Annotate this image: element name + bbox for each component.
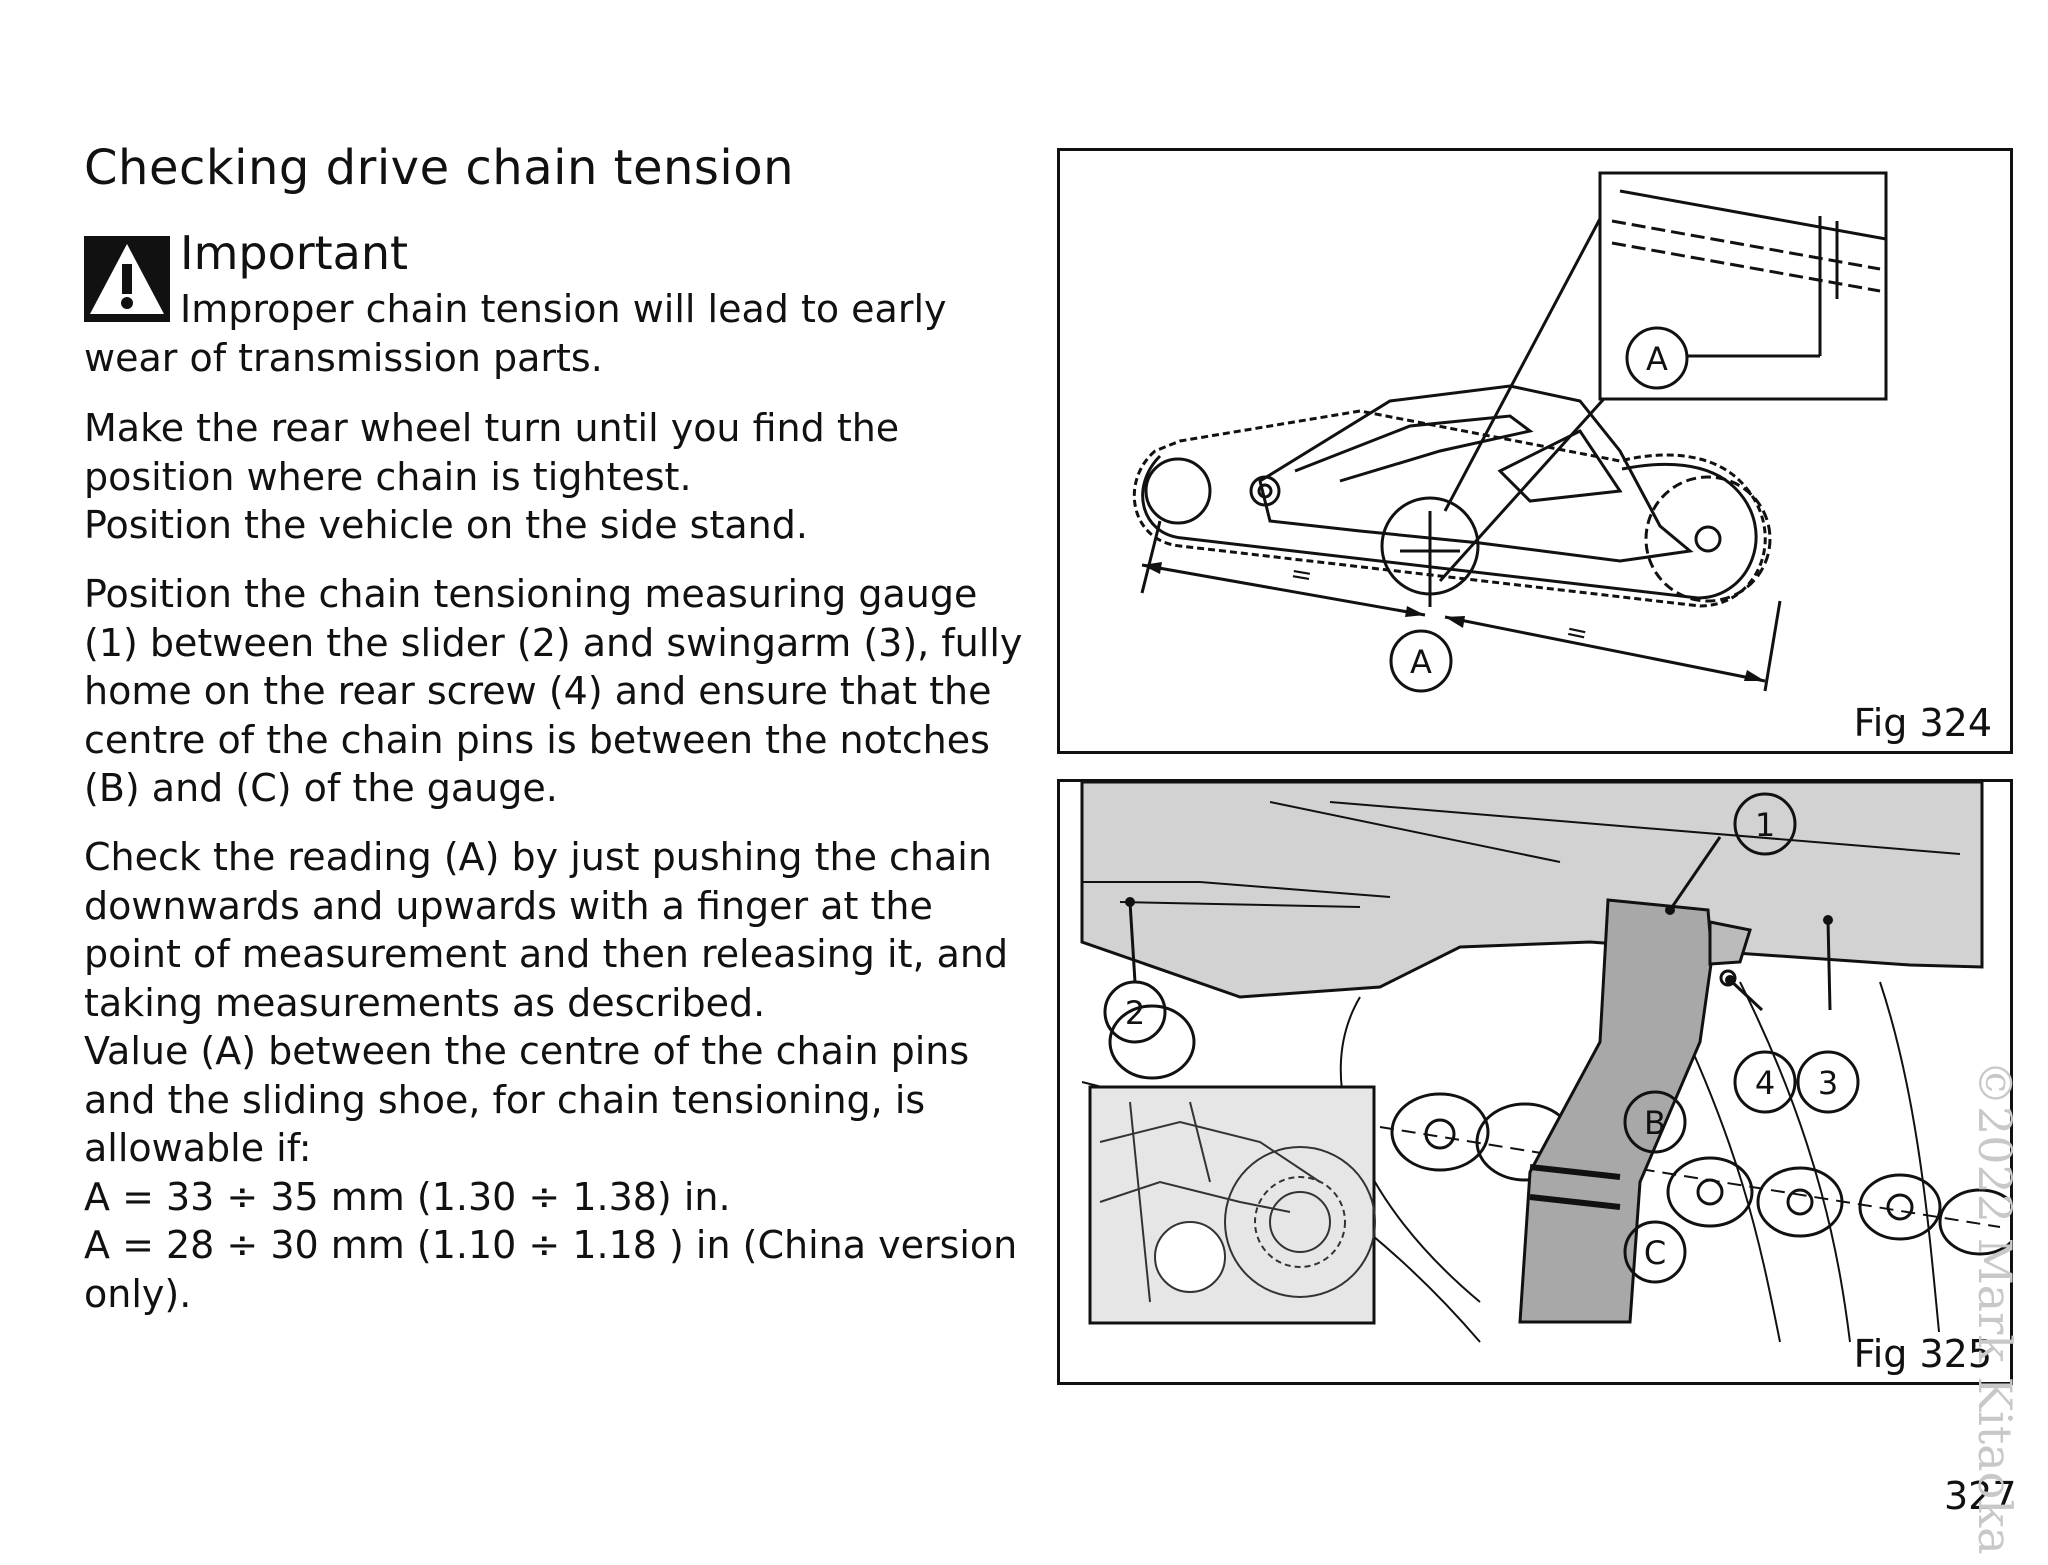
callout-a-inset: [1625, 326, 1689, 390]
figure-324: A A = = Fig 324: [1057, 148, 2013, 754]
figure-325-label: Fig 325: [1851, 1332, 1994, 1376]
warning-text: Improper chain tension will lead to earl…: [84, 285, 1034, 382]
callout-2-label: 2: [1125, 994, 1145, 1032]
swingarm-chain-illustration: A A = =: [1132, 171, 1888, 693]
page-number: 327: [1944, 1474, 2017, 1518]
callout-b: [1623, 1090, 1687, 1154]
paragraph-1: Make the rear wheel turn until you find …: [84, 404, 1034, 550]
paragraph-line: Position the vehicle on the side stand.: [84, 503, 808, 547]
paragraph-line: Value (A) between the centre of the chai…: [84, 1029, 970, 1170]
callout-4-label: 4: [1755, 1064, 1775, 1102]
important-heading: Important: [180, 226, 409, 280]
equal-mark-left: =: [1288, 558, 1315, 591]
paragraph-3: Check the reading (A) by just pushing th…: [84, 833, 1034, 1318]
callout-3-label: 3: [1818, 1064, 1838, 1102]
paragraph-line: Check the reading (A) by just pushing th…: [84, 835, 1009, 1025]
paragraph-line: Position the chain tensioning measuring …: [84, 572, 1023, 810]
paragraph-2: Position the chain tensioning measuring …: [84, 570, 1034, 813]
paragraph-line: Make the rear wheel turn until you find …: [84, 406, 900, 499]
warning-triangle-icon: [84, 236, 170, 322]
callout-1: [1733, 792, 1797, 856]
copyright-watermark: ©2022 Mark Kitaoka: [1968, 1060, 2022, 1555]
paragraph-line: A = 28 ÷ 30 mm (1.10 ÷ 1.18 ) in (China …: [84, 1223, 1018, 1316]
callout-2: [1103, 980, 1167, 1044]
callout-1-label: 1: [1755, 806, 1775, 844]
callout-a-main-label: A: [1410, 643, 1432, 681]
callout-4: [1733, 1050, 1797, 1114]
callout-a-main: [1389, 629, 1453, 693]
callout-a-inset-label: A: [1646, 340, 1668, 378]
figure-325: 1 2 3 4 B C Fig 325: [1057, 779, 2013, 1385]
paragraph-line: A = 33 ÷ 35 mm (1.30 ÷ 1.38) in.: [84, 1174, 731, 1219]
warning-body: Improper chain tension will lead to earl…: [84, 287, 947, 380]
callout-c: [1623, 1220, 1687, 1284]
callout-c-label: C: [1644, 1234, 1666, 1272]
chain-gauge-illustration: 1 2 3 4 B C: [1080, 782, 2010, 1343]
page-title: Checking drive chain tension: [84, 140, 795, 196]
callout-3: [1796, 1050, 1860, 1114]
figure-324-label: Fig 324: [1851, 701, 1994, 745]
callout-b-label: B: [1644, 1104, 1666, 1142]
